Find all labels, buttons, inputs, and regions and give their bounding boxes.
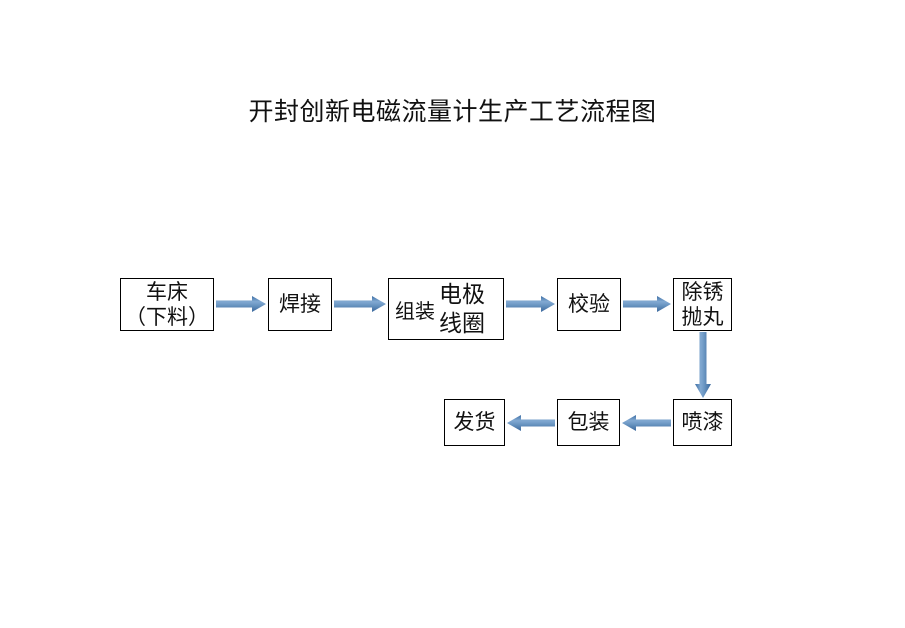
arrow-welding-to-assembly bbox=[334, 295, 386, 313]
node-assembly-electrode-coil[interactable]: 组装 电极 线圈 bbox=[388, 278, 504, 340]
node-label-assembly: 组装 bbox=[395, 301, 435, 323]
node-label-group: 车床 （下料） bbox=[125, 280, 209, 330]
node-label-line: 车床 bbox=[146, 279, 188, 304]
node-label-line: 电极 bbox=[439, 282, 485, 307]
arrow-derusting-to-painting bbox=[694, 332, 712, 398]
node-painting[interactable]: 喷漆 bbox=[673, 399, 732, 446]
arrow-lathe-to-welding bbox=[216, 295, 266, 313]
node-label-line: 包装 bbox=[567, 410, 610, 434]
arrow-calibration-to-derusting bbox=[623, 295, 671, 313]
node-welding[interactable]: 焊接 bbox=[268, 278, 332, 331]
arrow-painting-to-packaging bbox=[622, 414, 671, 432]
node-label-line: 发货 bbox=[453, 410, 496, 434]
node-calibration[interactable]: 校验 bbox=[557, 278, 621, 331]
node-label-line: 喷漆 bbox=[681, 410, 724, 434]
node-label-line: 除锈 bbox=[681, 279, 724, 304]
arrow-packaging-to-shipping bbox=[507, 414, 555, 432]
page-title: 开封创新电磁流量计生产工艺流程图 bbox=[248, 99, 657, 126]
node-packaging[interactable]: 包装 bbox=[557, 399, 620, 446]
node-label-group: 除锈 抛丸 bbox=[682, 280, 724, 330]
arrow-assembly-to-calibration bbox=[506, 295, 555, 313]
node-shipping[interactable]: 发货 bbox=[444, 399, 505, 446]
node-label-line: （下料） bbox=[125, 304, 209, 329]
node-label-line: 抛丸 bbox=[681, 304, 724, 329]
node-label-line: 焊接 bbox=[279, 292, 321, 316]
node-derusting-shotblasting[interactable]: 除锈 抛丸 bbox=[673, 278, 732, 331]
node-label-group: 电极 线圈 bbox=[439, 280, 485, 338]
node-label-line: 校验 bbox=[568, 292, 610, 316]
node-lathe-cutting[interactable]: 车床 （下料） bbox=[120, 278, 214, 331]
node-label-line: 线圈 bbox=[439, 311, 485, 336]
